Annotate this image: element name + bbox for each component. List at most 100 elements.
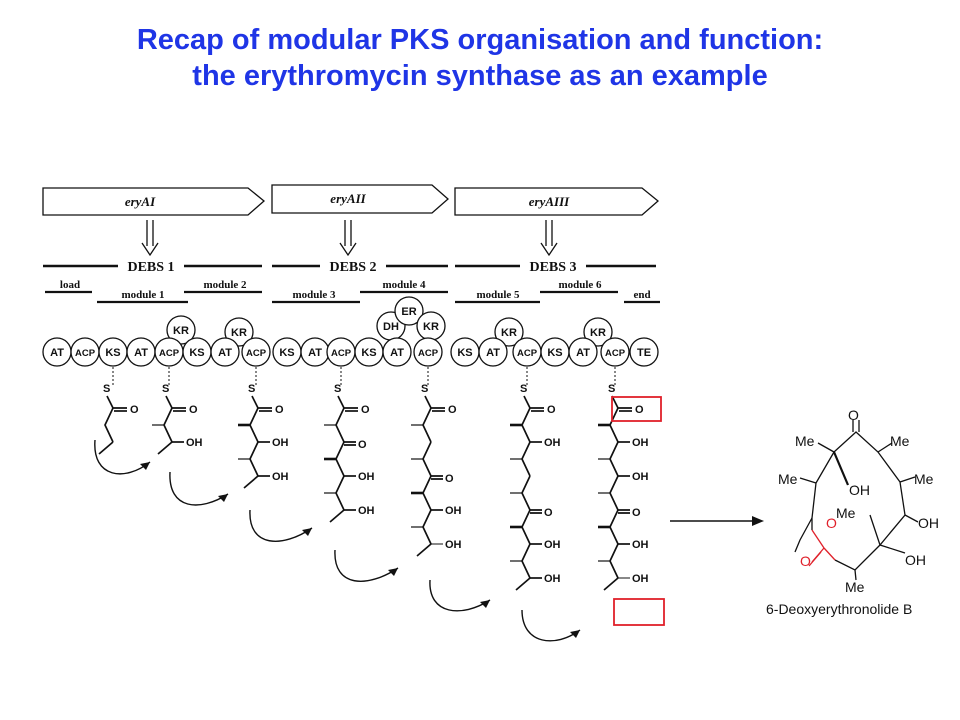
chain-4-ko-1: O: [445, 473, 454, 485]
domain-ks-8: KS: [272, 337, 302, 367]
chain-2-tail: [243, 475, 259, 489]
chain-0-tail: [98, 441, 114, 455]
intermediate-chains: SOSOOHSOOHOHSOOOHOHSOOOHOHSOOHOOHOHSOOHO…: [98, 383, 649, 591]
chain-5-o1: O: [547, 404, 556, 416]
product-me-5: Me: [836, 505, 856, 521]
chain-4-bb-0: [422, 407, 432, 443]
product-me-6: Me: [845, 579, 865, 595]
chain-4-tail: [416, 543, 432, 557]
chain-4-bb-2: [422, 475, 432, 511]
svg-text:AT: AT: [134, 347, 148, 359]
cyclization-arrow: [670, 516, 764, 526]
product-me-1: Me: [795, 433, 815, 449]
domain-at-6: AT: [210, 337, 240, 367]
module-bars: [45, 290, 660, 304]
product-oh-1: OH: [849, 482, 870, 498]
chain-1-thioester: [165, 395, 186, 409]
domain-kr-u4: KR: [416, 311, 446, 341]
chain-3-sulfur: S: [334, 383, 341, 395]
domain-er-u3: ER: [394, 296, 424, 326]
protein-label-debs3: DEBS 3: [529, 260, 576, 275]
svg-text:ACP: ACP: [517, 348, 538, 359]
chain-6-ko-2: O: [632, 507, 641, 519]
domain-kr-u1: KR: [224, 317, 254, 347]
domain-kr-u6: KR: [583, 317, 613, 347]
domain-ks-17: KS: [540, 337, 570, 367]
domain-ks-5: KS: [182, 337, 212, 367]
chain-2-thioester: [251, 395, 272, 409]
gene-label-eryAIII: eryAIII: [529, 194, 570, 209]
product-me-4: Me: [914, 471, 934, 487]
chain-6-sulfur: S: [608, 383, 615, 395]
chain-6-oh-4: OH: [632, 573, 649, 585]
slide-title: Recap of modular PKS organisation and fu…: [0, 22, 960, 94]
module-label-6: module 6: [558, 279, 602, 291]
chain-2-bb-0: [249, 407, 259, 443]
product-me-2: Me: [890, 433, 910, 449]
chain-1-o1: O: [189, 404, 198, 416]
gene-arrow-eryAI: eryAI: [42, 187, 266, 216]
domain-at-3: AT: [126, 337, 156, 367]
chain-3-kb-0: [344, 441, 356, 446]
product-labels: O Me Me OH Me Me Me OH OH Me O O: [778, 407, 939, 595]
svg-text:ACP: ACP: [605, 348, 626, 359]
title-line-2: the erythromycin synthase as an example: [192, 60, 768, 92]
chain-5-kb-2: [530, 509, 542, 514]
module-label-2: module 2: [203, 279, 247, 291]
chain-4-sulfur: S: [421, 383, 428, 395]
chain-5-oh-4: OH: [544, 573, 561, 585]
svg-text:AT: AT: [486, 347, 500, 359]
chain-3-bb-1: [335, 441, 345, 477]
chain-5-ko-2: O: [544, 507, 553, 519]
chain-4-oh-3: OH: [445, 539, 462, 551]
product-ketone-o: O: [848, 407, 859, 423]
module-label-4: module 4: [382, 279, 426, 291]
svg-text:AT: AT: [390, 347, 404, 359]
chain-4-bb-3: [422, 509, 432, 545]
domain-at-9: AT: [300, 337, 330, 367]
domain-at-18: AT: [568, 337, 598, 367]
svg-text:KS: KS: [189, 347, 204, 359]
svg-text:ACP: ACP: [159, 348, 180, 359]
chain-5-thioester: [523, 395, 544, 409]
chain-6-oh-3: OH: [632, 539, 649, 551]
gene-label-eryAII: eryAII: [330, 191, 366, 206]
chain-6-oh-0: OH: [632, 437, 649, 449]
chain-3-o1: O: [361, 404, 370, 416]
tethers: [112, 367, 616, 386]
module-label-5: module 5: [476, 289, 520, 301]
chain-5-bb-4: [521, 543, 531, 579]
svg-text:KS: KS: [105, 347, 120, 359]
domain-acp-10: ACP: [326, 337, 356, 367]
chain-1-tail: [157, 441, 173, 455]
product-me-3: Me: [778, 471, 798, 487]
svg-text:KR: KR: [590, 327, 606, 339]
chain-0-sulfur: S: [103, 383, 110, 395]
svg-text:KS: KS: [279, 347, 294, 359]
chain-6-bb-4: [609, 543, 619, 579]
svg-text:KR: KR: [423, 321, 439, 333]
domain-at-12: AT: [382, 337, 412, 367]
chain-4-thioester: [424, 395, 445, 409]
domain-at-0: AT: [42, 337, 72, 367]
chain-6-kb-2: [618, 509, 630, 514]
domain-ks-14: KS: [450, 337, 480, 367]
chain-3-thioester: [337, 395, 358, 409]
translation-arrows: [141, 220, 558, 257]
highlight-hydroxyl: [613, 598, 665, 626]
chain-3-oh-1: OH: [358, 471, 375, 483]
chain-5-bb-3: [521, 509, 531, 545]
product-structure: [794, 420, 919, 581]
domain-acp-16: ACP: [512, 337, 542, 367]
domain-kr-u5: KR: [494, 317, 524, 347]
gene-label-eryAI: eryAI: [125, 194, 156, 209]
product-ring-o: O: [826, 515, 837, 531]
chain-6-tail: [603, 577, 619, 591]
chain-5-oh-0: OH: [544, 437, 561, 449]
chain-6-o1: O: [635, 404, 644, 416]
chain-3-oh-2: OH: [358, 505, 375, 517]
transfer-arrowheads: [140, 462, 580, 638]
chain-3-ko-0: O: [358, 439, 367, 451]
